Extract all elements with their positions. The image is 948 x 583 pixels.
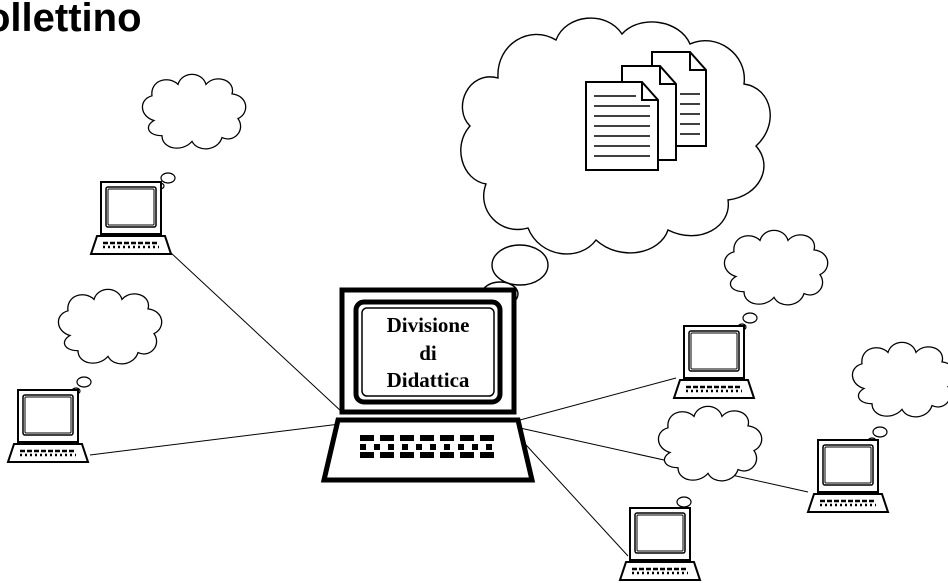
computer-icon <box>89 180 173 256</box>
computer-icon <box>6 388 90 464</box>
client-computer-bottom-right <box>618 405 763 582</box>
link-bottom-right <box>515 433 629 557</box>
computer-icon <box>672 324 756 400</box>
computer-icon <box>618 506 702 582</box>
page-title: ollettino <box>0 0 142 40</box>
computer-icon <box>806 438 890 514</box>
link-right-upper <box>519 377 677 421</box>
thought-cloud-icon <box>851 341 948 445</box>
link-top-left <box>169 251 343 413</box>
thought-cloud-icon <box>141 73 247 190</box>
client-computer-left <box>6 288 163 464</box>
client-computer-top-left <box>89 73 247 256</box>
thought-cloud-icon <box>57 288 163 395</box>
link-bottom-left <box>89 423 341 456</box>
thought-cloud-icon <box>657 405 763 515</box>
client-computer-far-right <box>806 341 948 514</box>
central-label-line-2: di <box>419 341 437 365</box>
documents-icon <box>585 51 707 171</box>
central-label-line-1: Divisione <box>387 313 470 337</box>
main-computer-icon: Divisione di Didattica <box>320 287 536 483</box>
keyboard-keys <box>360 435 500 458</box>
central-label-line-3: Didattica <box>387 368 470 392</box>
client-computer-right-upper <box>672 229 829 400</box>
thought-cloud-icon <box>723 229 829 331</box>
